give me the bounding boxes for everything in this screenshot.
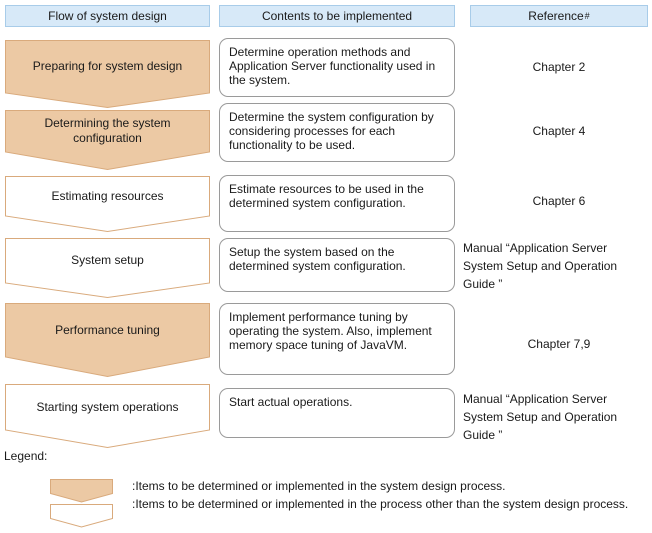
- flow-step-label: Starting system operations: [36, 399, 179, 414]
- flow-step-label: Preparing for system design: [32, 59, 183, 73]
- column-header-flow-label: Flow of system design: [48, 9, 167, 23]
- flow-step-determining-configuration: Determining the system configuration: [5, 110, 210, 171]
- legend-title: Legend:: [4, 449, 48, 463]
- down-arrow-shape: [5, 384, 210, 449]
- flow-step-preparing: Preparing for system design: [5, 40, 210, 109]
- reference-text: Manual “Application Server System Setup …: [463, 241, 618, 291]
- flow-step-system-setup: System setup: [5, 238, 210, 299]
- content-text: Setup the system based on the determined…: [229, 245, 406, 273]
- flow-step-label: Performance tuning: [55, 322, 160, 337]
- down-arrow-shape: [5, 40, 210, 109]
- column-header-contents-label: Contents to be implemented: [261, 9, 413, 23]
- down-arrow-shape: [5, 176, 210, 233]
- content-box: Setup the system based on the determined…: [219, 238, 455, 292]
- reference-text: Chapter 2: [532, 60, 586, 74]
- content-text: Start actual operations.: [229, 395, 353, 409]
- reference-text: Manual “Application Server System Setup …: [463, 392, 618, 442]
- column-header-flow: Flow of system design: [5, 5, 210, 27]
- legend-filled-arrow-icon: [50, 479, 113, 508]
- column-header-reference: Reference#: [470, 5, 648, 27]
- flow-step-label: Estimating resources: [51, 188, 164, 203]
- legend-item-label: :Items to be determined or implemented i…: [132, 497, 629, 511]
- column-header-reference-label: Reference: [528, 9, 584, 23]
- content-text: Determine operation methods and Applicat…: [229, 45, 436, 87]
- flow-step-estimating-resources: Estimating resources: [5, 176, 210, 233]
- reference-text: Chapter 4: [532, 124, 586, 138]
- content-text: Estimate resources to be used in the det…: [229, 182, 424, 210]
- legend-item-label: :Items to be determined or implemented i…: [132, 479, 506, 493]
- flow-step-label: Determining the system configuration: [44, 116, 171, 145]
- content-box: Determine the system configuration by co…: [219, 103, 455, 162]
- flow-step-starting-operations: Starting system operations: [5, 384, 210, 449]
- column-header-contents: Contents to be implemented: [219, 5, 455, 27]
- content-box: Estimate resources to be used in the det…: [219, 175, 455, 232]
- reference-text: Chapter 7,9: [527, 337, 591, 351]
- content-text: Implement performance tuning by operatin…: [229, 310, 432, 352]
- content-box: Determine operation methods and Applicat…: [219, 38, 455, 97]
- down-arrow-shape: [5, 303, 210, 378]
- legend-outline-arrow-icon: [50, 504, 113, 533]
- content-box: Start actual operations.: [219, 388, 455, 438]
- content-text: Determine the system configuration by co…: [229, 110, 434, 152]
- flow-step-performance-tuning: Performance tuning: [5, 303, 210, 378]
- reference-text: Chapter 6: [532, 194, 586, 208]
- down-arrow-shape: [5, 110, 210, 171]
- down-arrow-shape: [5, 238, 210, 299]
- flow-step-label: System setup: [71, 253, 144, 267]
- content-box: Implement performance tuning by operatin…: [219, 303, 455, 375]
